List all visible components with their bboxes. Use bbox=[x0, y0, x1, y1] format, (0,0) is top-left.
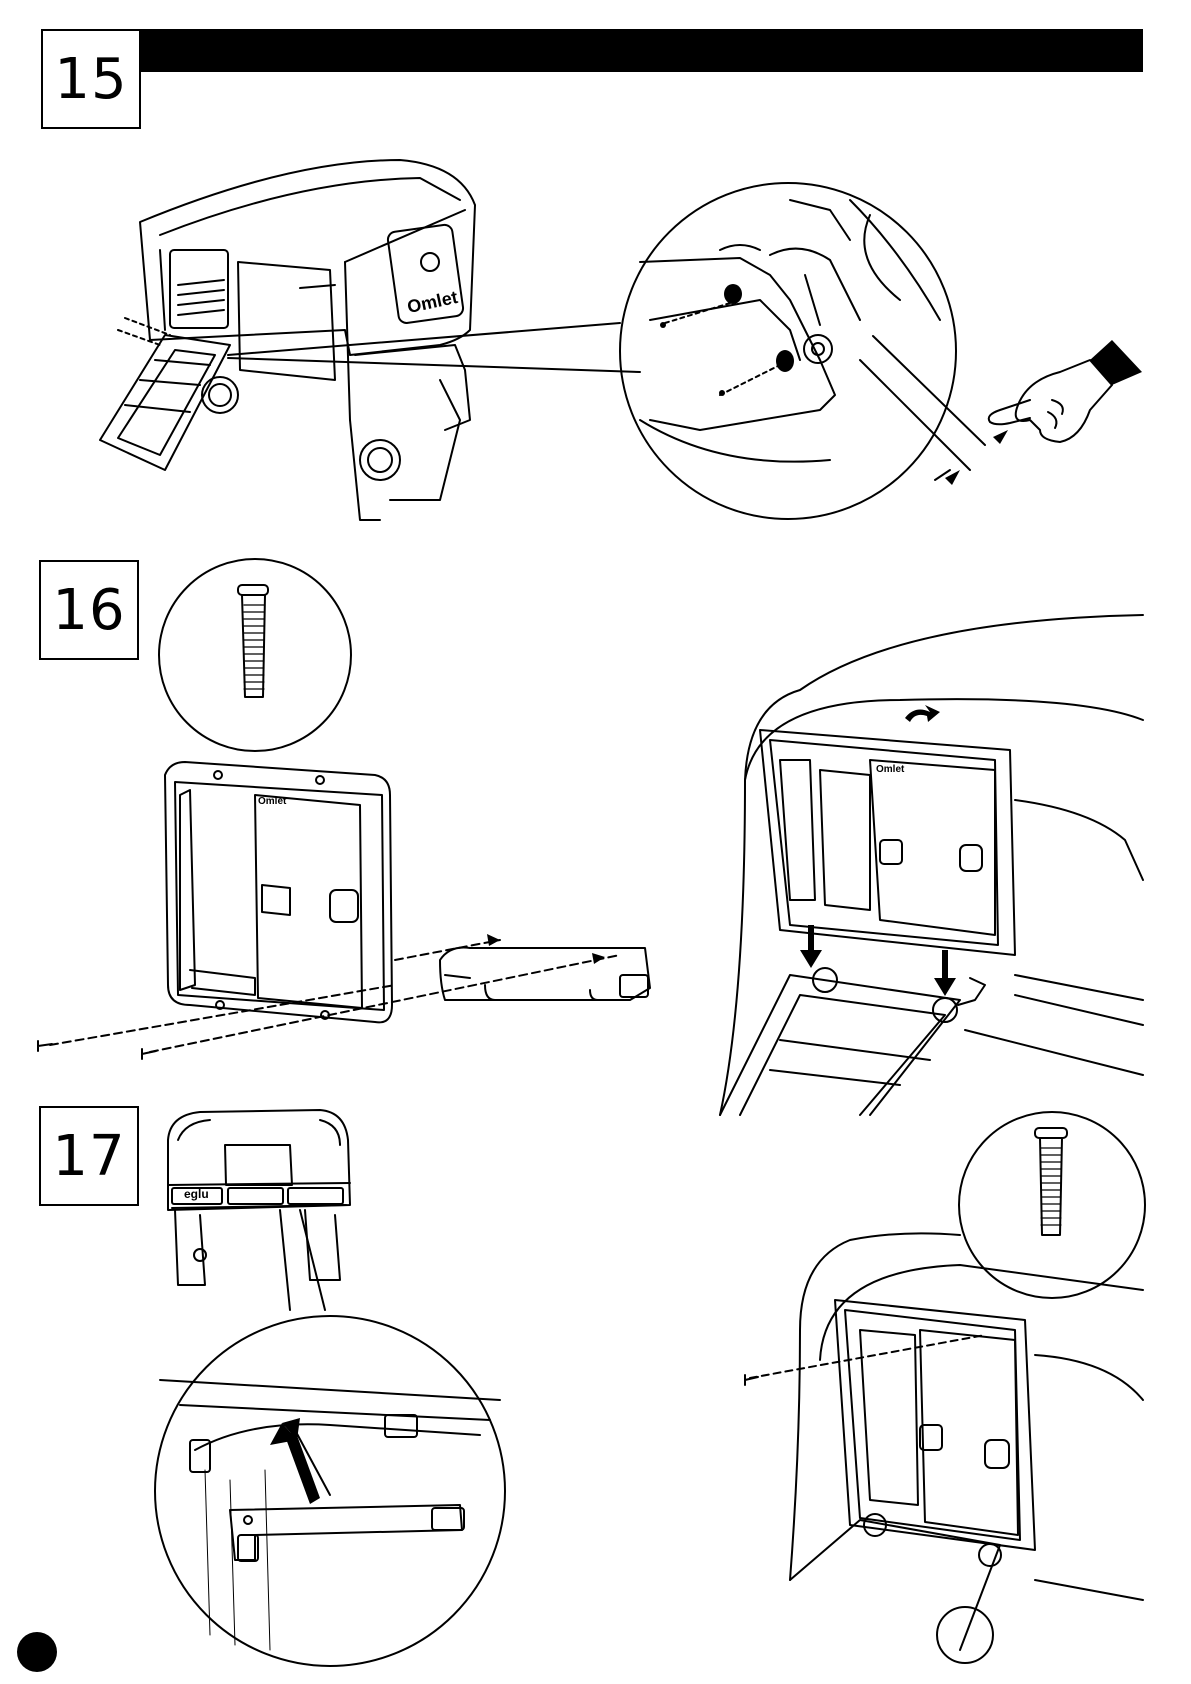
coop-front-view bbox=[168, 1110, 350, 1310]
pointing-hand-icon bbox=[989, 360, 1112, 442]
installed-door-view bbox=[720, 615, 1143, 1115]
brand-mark-door-16: Omlet bbox=[258, 796, 286, 807]
screw-closeup-17 bbox=[959, 1112, 1145, 1298]
screw-closeup-16 bbox=[159, 559, 351, 751]
page-marker-dot bbox=[17, 1632, 57, 1672]
hinge-detail-zoom-17 bbox=[155, 1316, 505, 1666]
product-label-eglu: eglu bbox=[184, 1187, 209, 1201]
screw-paths-16 bbox=[50, 940, 620, 1052]
brand-mark-door-installed: Omlet bbox=[876, 764, 904, 775]
bracket-plate bbox=[440, 948, 650, 1001]
hinge-detail-zoom bbox=[620, 183, 985, 519]
installed-door-view-17 bbox=[745, 1233, 1143, 1663]
coop-overview-drawing bbox=[100, 160, 640, 520]
